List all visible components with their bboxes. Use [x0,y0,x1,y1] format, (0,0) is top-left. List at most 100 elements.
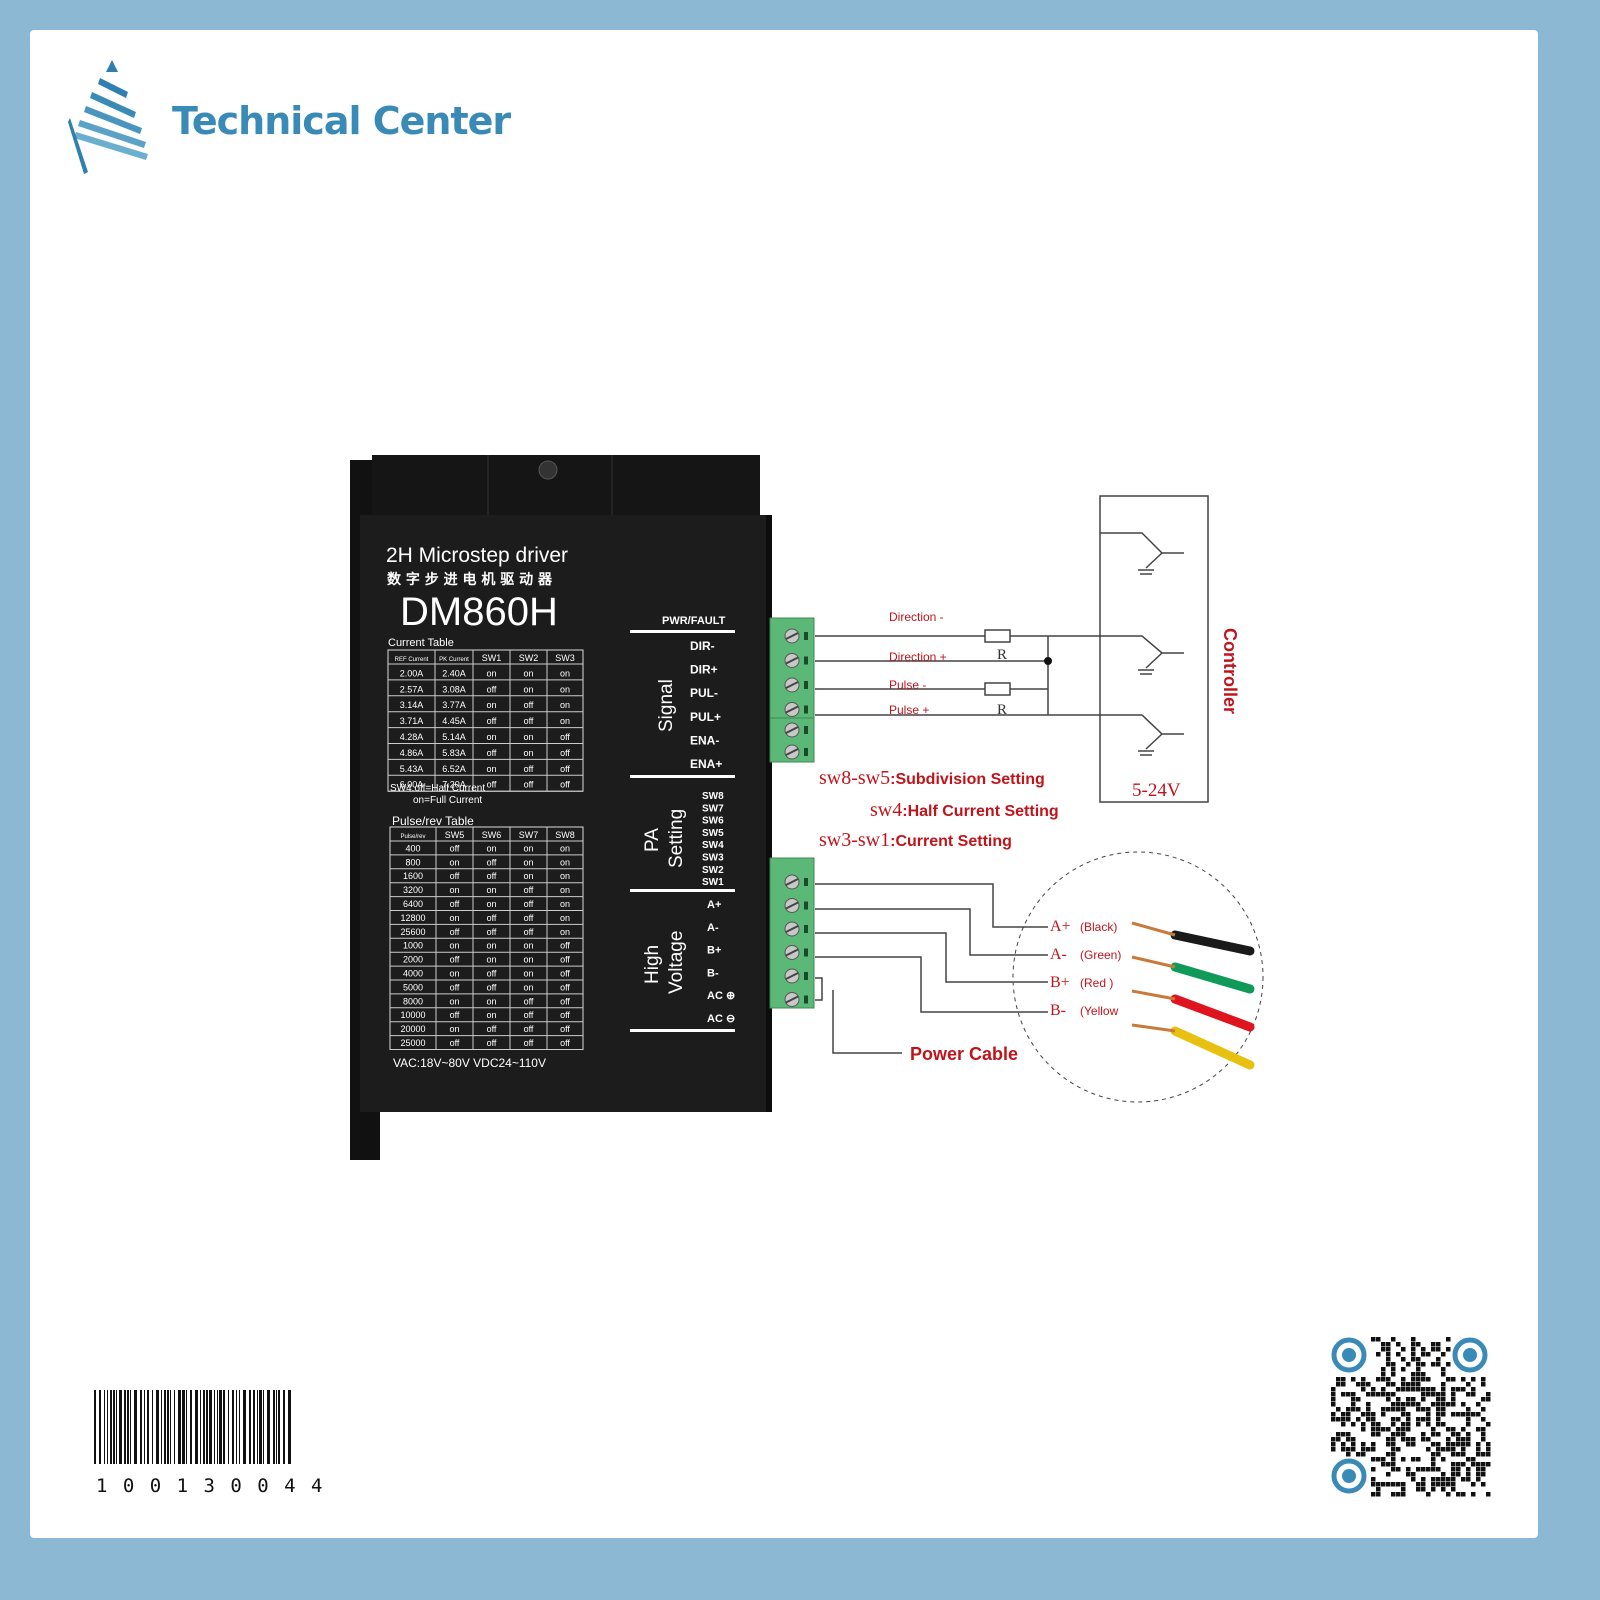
qr-module [1481,1417,1486,1422]
barcode-bar [170,1390,171,1464]
qr-module [1421,1432,1426,1437]
qr-module [1371,1387,1376,1392]
qr-module [1421,1377,1426,1382]
table-cell: off [450,927,460,937]
terminal-clamp [804,948,808,957]
qr-module [1421,1417,1426,1422]
table-cell: on [560,885,570,895]
signal-wire-label: Pulse - [889,678,926,692]
qr-module [1431,1362,1436,1367]
motor-cable-callout [1012,851,1264,1103]
switch-label: SW3 [702,853,724,864]
qr-module [1476,1467,1481,1472]
qr-module [1396,1482,1401,1487]
qr-module [1436,1357,1441,1362]
svg-text:sw8-sw5:Subdivision Setting: sw8-sw5:Subdivision Setting [819,767,1045,789]
motor-wire-color-label: (Green) [1080,948,1121,962]
table-cell: on [523,684,533,694]
table-cell: off [560,780,570,790]
qr-module [1421,1352,1426,1357]
qr-module [1406,1427,1411,1432]
table-cell: 2.40A [442,668,466,678]
screw-slot [785,878,799,886]
qr-module [1481,1427,1486,1432]
qr-module [1431,1442,1436,1447]
qr-module [1356,1397,1361,1402]
qr-module [1481,1407,1486,1412]
qr-module [1456,1437,1461,1442]
divider [630,775,735,778]
copper-strands [1131,921,1176,937]
qr-module [1436,1362,1441,1367]
qr-finder [1331,1337,1367,1373]
high-label: High [642,945,663,984]
qr-module [1451,1432,1456,1437]
terminal-clamp [804,972,808,980]
barcode-bar [209,1390,212,1464]
table-cell: 5.14A [442,732,466,742]
setting-label: Setting [666,809,687,868]
qr-module [1411,1337,1416,1342]
table-cell: 8000 [403,996,423,1006]
qr-module [1481,1377,1486,1382]
qr-module [1451,1442,1456,1447]
qr-module [1466,1417,1471,1422]
qr-module [1421,1397,1426,1402]
table-cell: 3200 [403,885,423,895]
note-text: :Subdivision Setting [890,771,1045,788]
table-header: PK Current [439,657,469,663]
qr-module [1446,1377,1451,1382]
table-cell: off [524,1010,534,1020]
qr-module [1451,1427,1456,1432]
qr-module [1401,1387,1406,1392]
qr-module [1466,1457,1471,1462]
qr-module [1441,1412,1446,1417]
qr-module [1431,1392,1436,1397]
qr-module [1341,1422,1346,1427]
qr-module [1396,1387,1401,1392]
barcode-bar [236,1390,237,1464]
motor-wire-3: B-(Yellow [1050,1002,1255,1070]
qr-module [1411,1357,1416,1362]
qr-module [1426,1447,1431,1452]
qr-module [1391,1467,1396,1472]
qr-module [1431,1457,1436,1462]
barcode-bar [116,1390,117,1464]
qr-module [1381,1372,1386,1377]
qr-module [1346,1432,1351,1437]
qr-module [1421,1347,1426,1352]
barcode-bar [127,1390,129,1464]
barcode-bar [232,1390,234,1464]
qr-module [1431,1427,1436,1432]
qr-module [1416,1487,1421,1492]
qr-module [1426,1412,1431,1417]
table-cell: off [450,982,460,992]
svg-text:sw4:Half Current Setting: sw4:Half Current Setting [870,799,1059,821]
table-cell: 2.00A [400,668,424,678]
qr-module [1391,1437,1396,1442]
qr-module [1416,1387,1421,1392]
qr-module [1396,1342,1401,1347]
qr-module [1386,1377,1391,1382]
qr-module [1381,1342,1386,1347]
table-cell: 3.71A [400,716,424,726]
qr-module [1466,1412,1471,1417]
qr-module [1406,1417,1411,1422]
table-cell: on [449,941,459,951]
qr-module [1486,1462,1491,1467]
qr-module [1451,1402,1456,1407]
qr-module [1381,1457,1386,1462]
qr-module [1436,1482,1441,1487]
table-cell: 4000 [403,969,423,979]
qr-module [1486,1452,1491,1457]
signal-wire-label: Direction + [889,650,947,664]
qr-module [1341,1432,1346,1437]
table-cell: on [560,684,570,694]
table-cell: 4.45A [442,716,466,726]
qr-module [1391,1372,1396,1377]
qr-module [1346,1452,1351,1457]
table-cell: on [523,668,533,678]
